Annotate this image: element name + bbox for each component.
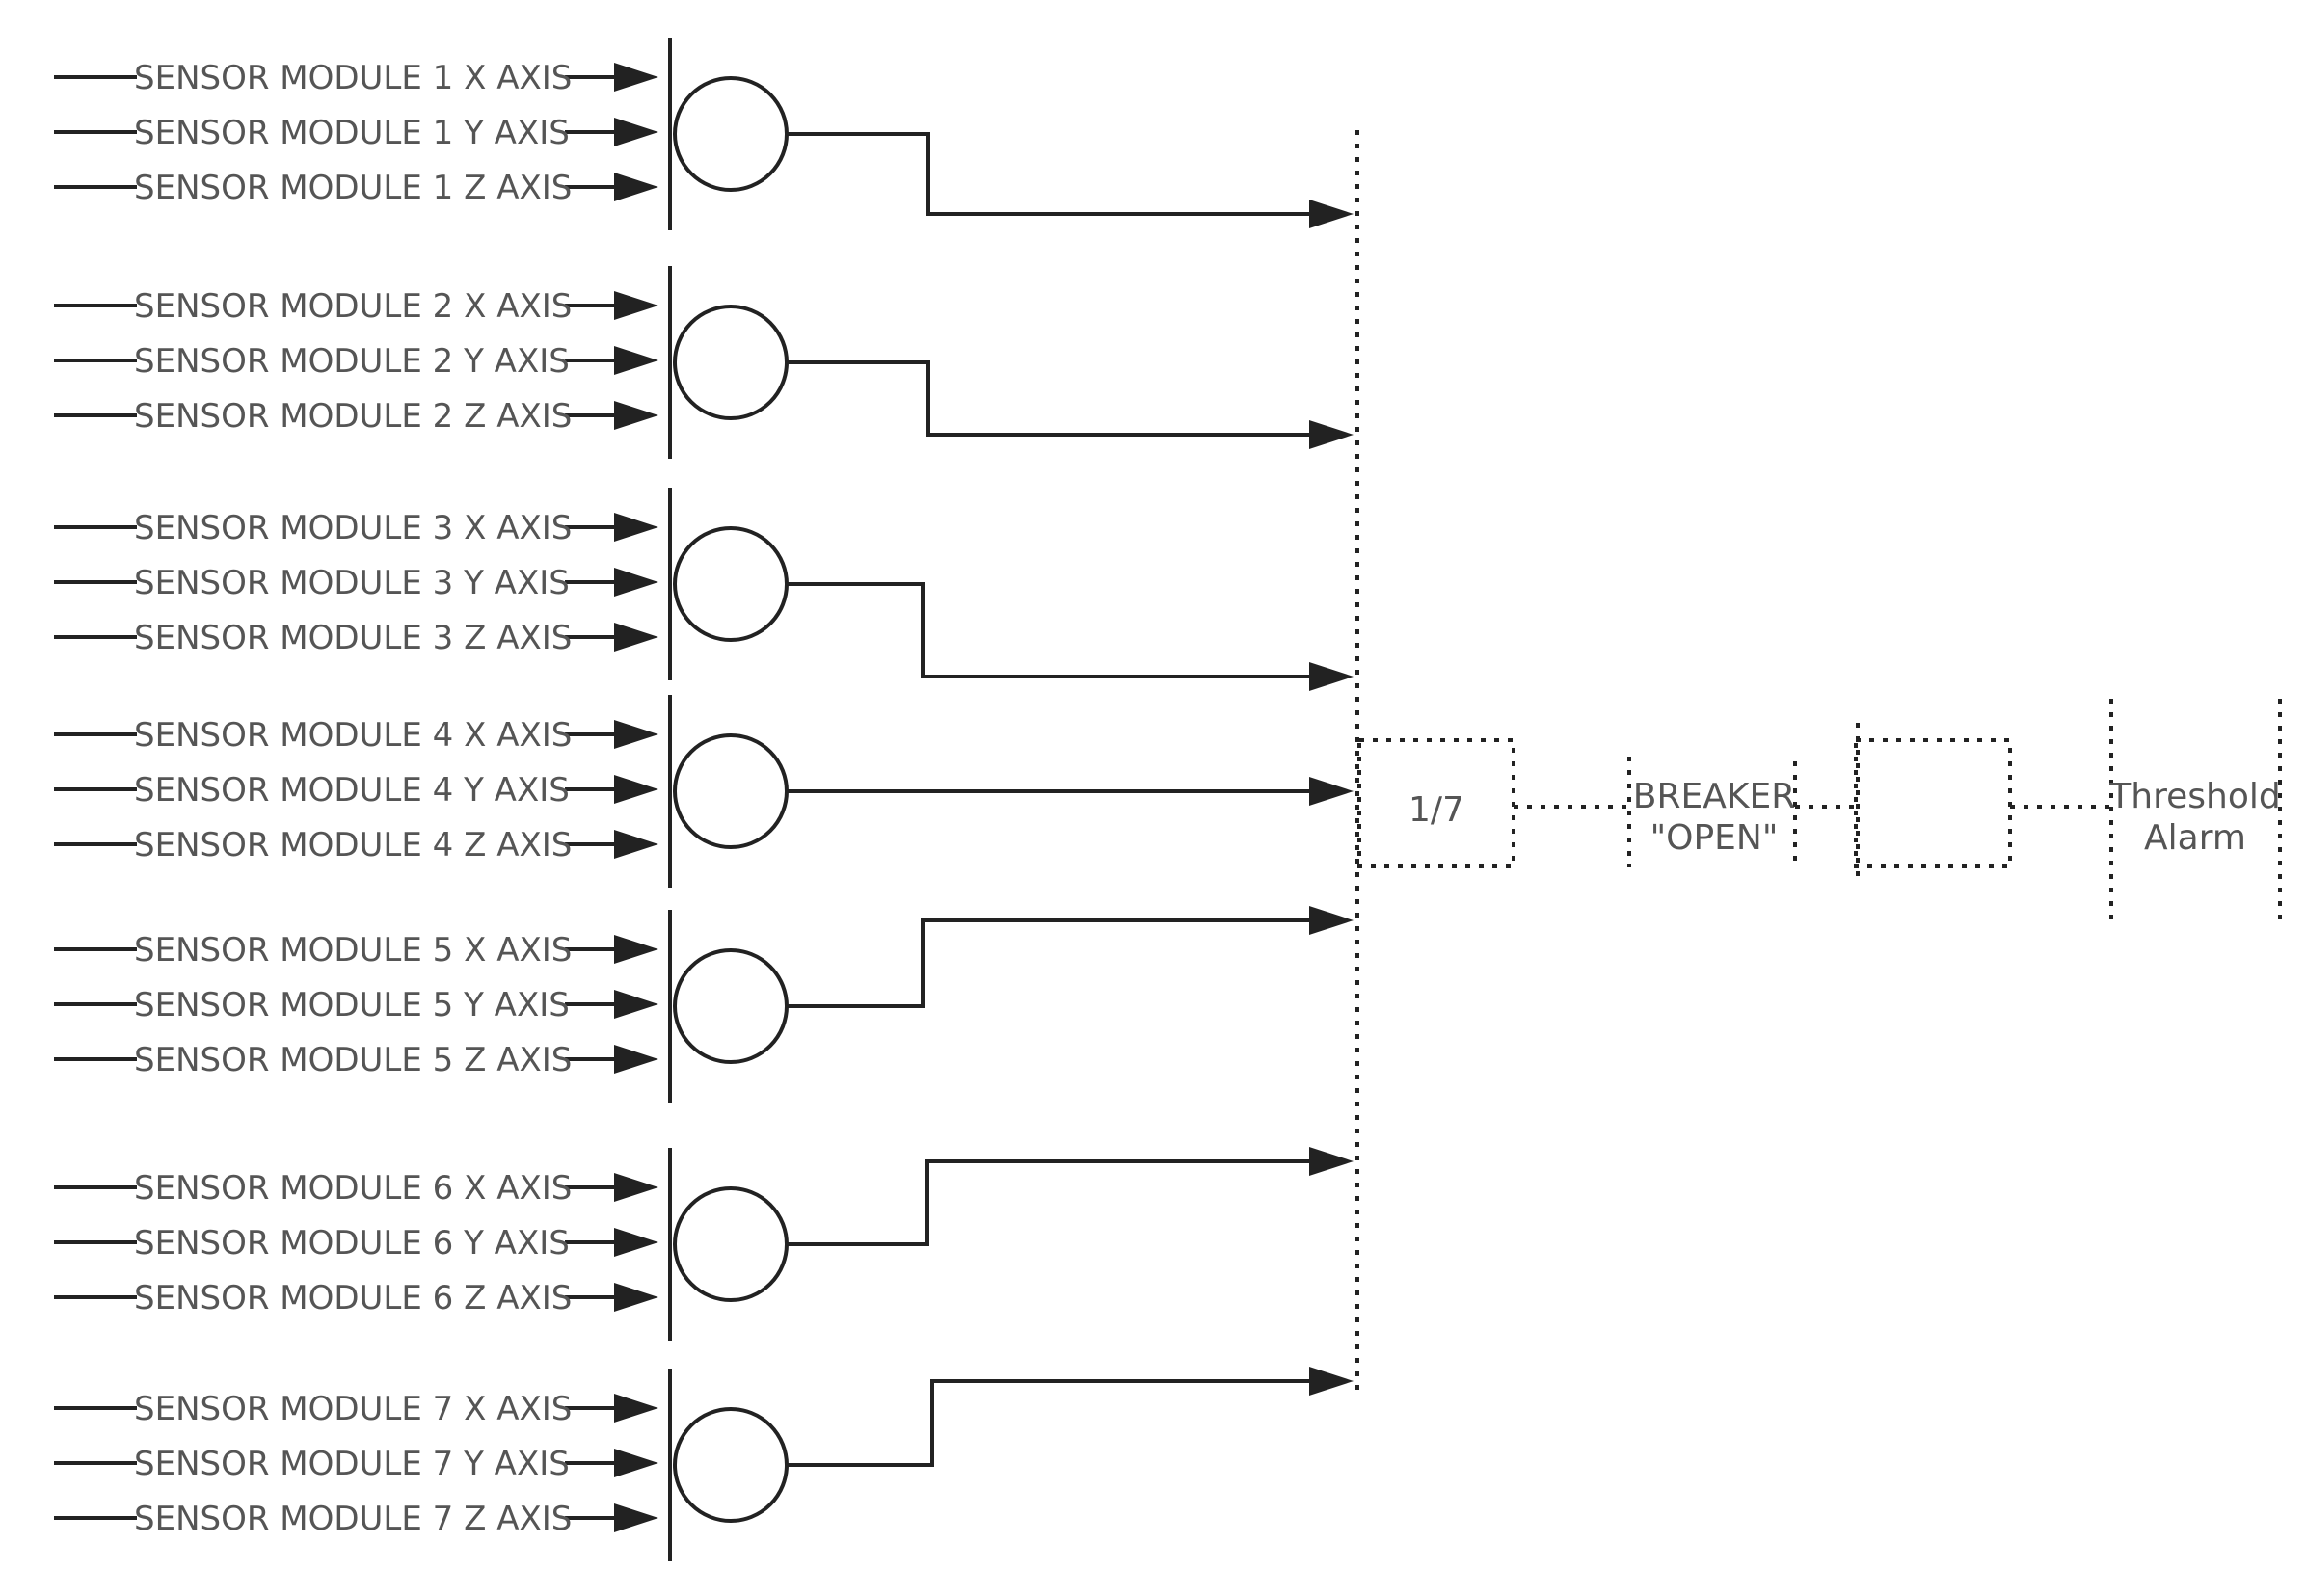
- axis-arrow-head: [614, 173, 658, 201]
- axis-arrow-head: [614, 568, 658, 597]
- axis-label: SENSOR MODULE 3 Z AXIS: [134, 619, 572, 657]
- axis-label: SENSOR MODULE 5 Z AXIS: [134, 1041, 572, 1079]
- module-6-output-line: [787, 1159, 1311, 1246]
- axis-arrow-head: [614, 775, 658, 804]
- alarm-label-line2: Alarm: [2144, 818, 2246, 858]
- axis-label: SENSOR MODULE 5 Y AXIS: [134, 986, 570, 1024]
- axis-label: SENSOR MODULE 4 Z AXIS: [134, 826, 572, 864]
- axis-label: SENSOR MODULE 1 Z AXIS: [134, 169, 572, 207]
- module-4-gate-circle: [673, 733, 789, 849]
- axis-label: SENSOR MODULE 3 Y AXIS: [134, 564, 570, 602]
- axis-arrow-head: [614, 830, 658, 859]
- axis-arrow-head: [614, 935, 658, 964]
- axis-label: SENSOR MODULE 6 Y AXIS: [134, 1224, 570, 1263]
- axis-arrow-head: [614, 118, 658, 146]
- module-5-gate-circle: [673, 948, 789, 1064]
- axis-label: SENSOR MODULE 4 X AXIS: [134, 716, 572, 755]
- axis-arrow-head: [614, 401, 658, 430]
- axis-arrow-head: [614, 346, 658, 375]
- axis-arrow-head: [614, 720, 658, 749]
- axis-label: SENSOR MODULE 1 Y AXIS: [134, 114, 570, 152]
- axis-label: SENSOR MODULE 4 Y AXIS: [134, 771, 570, 810]
- axis-label: SENSOR MODULE 7 Z AXIS: [134, 1500, 572, 1538]
- module-2-gate-circle: [673, 305, 789, 420]
- module-7-output-arrow: [1309, 1367, 1354, 1396]
- sensor-module-2: SENSOR MODULE 2 X AXIS SENSOR MODULE 2 Y …: [54, 266, 1354, 459]
- axis-arrow-head: [614, 1394, 658, 1423]
- sensor-module-3: SENSOR MODULE 3 X AXIS SENSOR MODULE 3 Y …: [54, 488, 1354, 691]
- axis-arrow-head: [614, 1503, 658, 1532]
- axis-arrow-head: [614, 291, 658, 320]
- axis-label: SENSOR MODULE 3 X AXIS: [134, 509, 572, 547]
- sensor-modules-layer: SENSOR MODULE 1 X AXIS SENSOR MODULE 1 Y …: [54, 38, 1354, 1561]
- module-3-gate-circle: [673, 526, 789, 642]
- module-5-output-line: [787, 918, 1311, 1008]
- axis-arrow-head: [614, 990, 658, 1019]
- module-3-output-arrow: [1309, 662, 1354, 691]
- axis-arrow-head: [614, 1228, 658, 1257]
- axis-arrow-head: [614, 1173, 658, 1202]
- sensor-module-7: SENSOR MODULE 7 X AXIS SENSOR MODULE 7 Y …: [54, 1367, 1354, 1561]
- axis-arrow-head: [614, 1449, 658, 1477]
- module-1-output-arrow: [1309, 200, 1354, 228]
- breaker-label-line2: "OPEN": [1650, 818, 1779, 858]
- axis-label: SENSOR MODULE 2 Z AXIS: [134, 397, 572, 436]
- axis-label: SENSOR MODULE 6 X AXIS: [134, 1169, 572, 1208]
- alarm-label-line1: Threshold: [2108, 777, 2280, 816]
- relay-box: [1854, 738, 2012, 868]
- axis-label: SENSOR MODULE 2 Y AXIS: [134, 342, 570, 381]
- module-7-gate-circle: [673, 1407, 789, 1523]
- breaker-label-line1: BREAKER: [1633, 777, 1795, 816]
- module-6-gate-circle: [673, 1186, 789, 1302]
- module-1-output-line: [787, 132, 1311, 216]
- sensor-module-6: SENSOR MODULE 6 X AXIS SENSOR MODULE 6 Y …: [54, 1147, 1354, 1341]
- module-2-output-line: [787, 360, 1311, 437]
- axis-label: SENSOR MODULE 7 X AXIS: [134, 1390, 572, 1428]
- module-2-output-arrow: [1309, 420, 1354, 449]
- axis-arrow-head: [614, 513, 658, 542]
- vote-label: 1/7: [1408, 790, 1464, 830]
- axis-arrow-head: [614, 63, 658, 92]
- axis-arrow-head: [614, 623, 658, 652]
- module-3-output-line: [787, 582, 1311, 678]
- axis-label: SENSOR MODULE 5 X AXIS: [134, 931, 572, 970]
- sensor-module-4: SENSOR MODULE 4 X AXIS SENSOR MODULE 4 Y …: [54, 695, 1354, 888]
- vote-box: [1357, 738, 1515, 868]
- axis-arrow-head: [614, 1283, 658, 1312]
- module-6-output-arrow: [1309, 1147, 1354, 1176]
- sensor-module-5: SENSOR MODULE 5 X AXIS SENSOR MODULE 5 Y …: [54, 906, 1354, 1103]
- axis-label: SENSOR MODULE 6 Z AXIS: [134, 1279, 572, 1317]
- module-4-output-arrow: [1309, 777, 1354, 806]
- axis-label: SENSOR MODULE 2 X AXIS: [134, 287, 572, 326]
- axis-label: SENSOR MODULE 7 Y AXIS: [134, 1445, 570, 1483]
- sensor-module-1: SENSOR MODULE 1 X AXIS SENSOR MODULE 1 Y …: [54, 38, 1354, 230]
- axis-arrow-head: [614, 1045, 658, 1074]
- axis-label: SENSOR MODULE 1 X AXIS: [134, 59, 572, 97]
- module-5-output-arrow: [1309, 906, 1354, 935]
- module-7-output-line: [787, 1379, 1311, 1467]
- module-1-gate-circle: [673, 76, 789, 192]
